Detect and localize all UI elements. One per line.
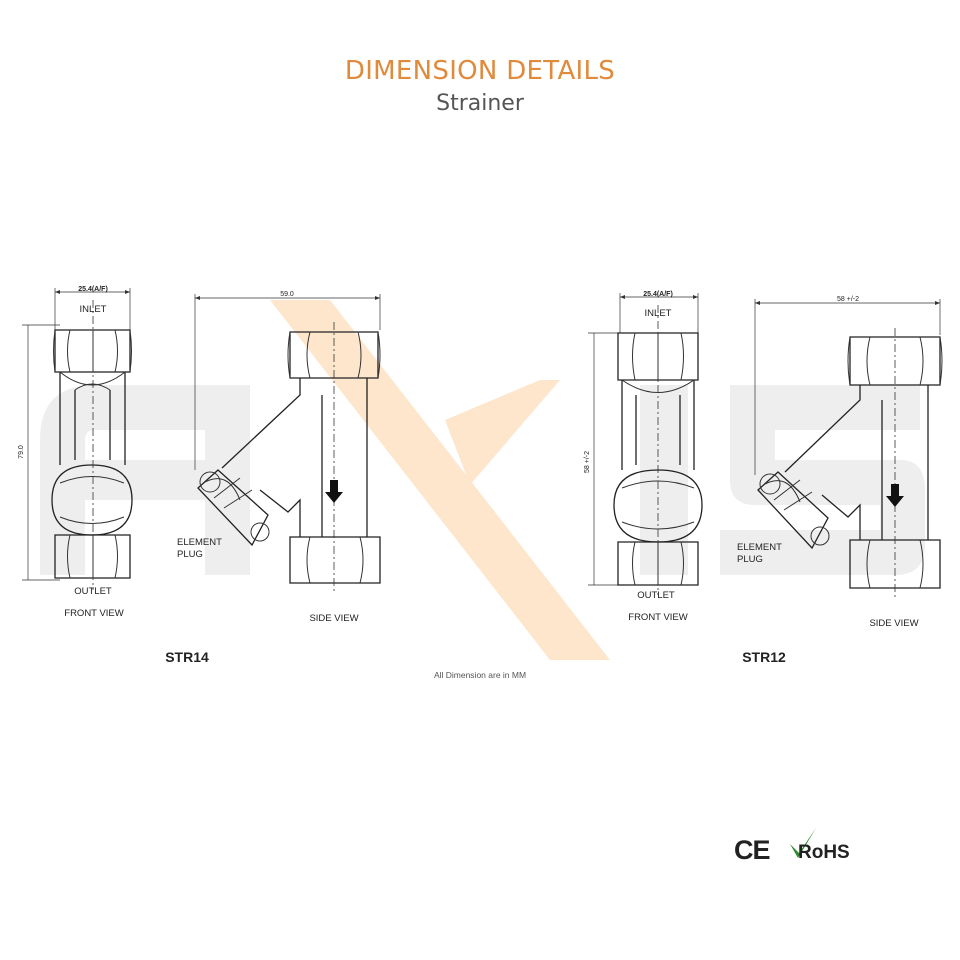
watermark-letter-i — [640, 385, 688, 575]
str12-front-view — [588, 293, 703, 595]
str14-inlet-label: INLET — [80, 304, 107, 315]
str12-front-view-label: FRONT VIEW — [628, 612, 687, 623]
str14-outlet-label: OUTLET — [74, 586, 112, 597]
str12-front-height-dim: 58 +/-2 — [584, 451, 591, 473]
str12-outlet-label: OUTLET — [637, 590, 675, 601]
ce-mark: CE — [734, 835, 770, 865]
watermark-letter-s — [720, 385, 925, 575]
page-title: DIMENSION DETAILS — [344, 56, 616, 86]
watermark-letter-a — [40, 385, 250, 575]
str14-plug-label-2: PLUG — [177, 549, 203, 560]
str12-model-label: STR12 — [742, 649, 786, 665]
watermark-logo — [40, 300, 925, 660]
str14-front-width-dim: 25.4(A/F) — [78, 286, 108, 293]
str12-plug-label-1: ELEMENT — [737, 542, 782, 553]
units-footnote: All Dimension are in MM — [433, 670, 527, 680]
str14-side-view — [194, 294, 381, 592]
str14-front-view — [22, 288, 133, 590]
str14-plug-label-1: ELEMENT — [177, 537, 222, 548]
str14-front-height-dim: 79.0 — [18, 445, 25, 459]
str12-plug-label-2: PLUG — [737, 554, 763, 565]
page-subtitle: Strainer — [436, 91, 524, 116]
str14-side-width-dim: 59.0 — [280, 291, 294, 298]
str14-side-view-label: SIDE VIEW — [309, 613, 358, 624]
watermark-letter-x — [270, 300, 610, 660]
str12-front-width-dim: 25.4(A/F) — [643, 291, 673, 298]
str12-side-width-dim: 58 +/-2 — [837, 296, 859, 303]
rohs-check-icon — [790, 828, 816, 858]
str12-side-view — [754, 299, 943, 598]
str14-front-view-label: FRONT VIEW — [64, 608, 123, 619]
certification-badges: CE RoHS — [734, 828, 850, 865]
flow-arrow-icon — [886, 484, 904, 507]
str14-model-label: STR14 — [165, 649, 209, 665]
str12-inlet-label: INLET — [645, 308, 672, 319]
flow-arrow-icon — [325, 480, 343, 503]
rohs-mark: RoHS — [798, 842, 850, 863]
str12-side-view-label: SIDE VIEW — [869, 618, 918, 629]
